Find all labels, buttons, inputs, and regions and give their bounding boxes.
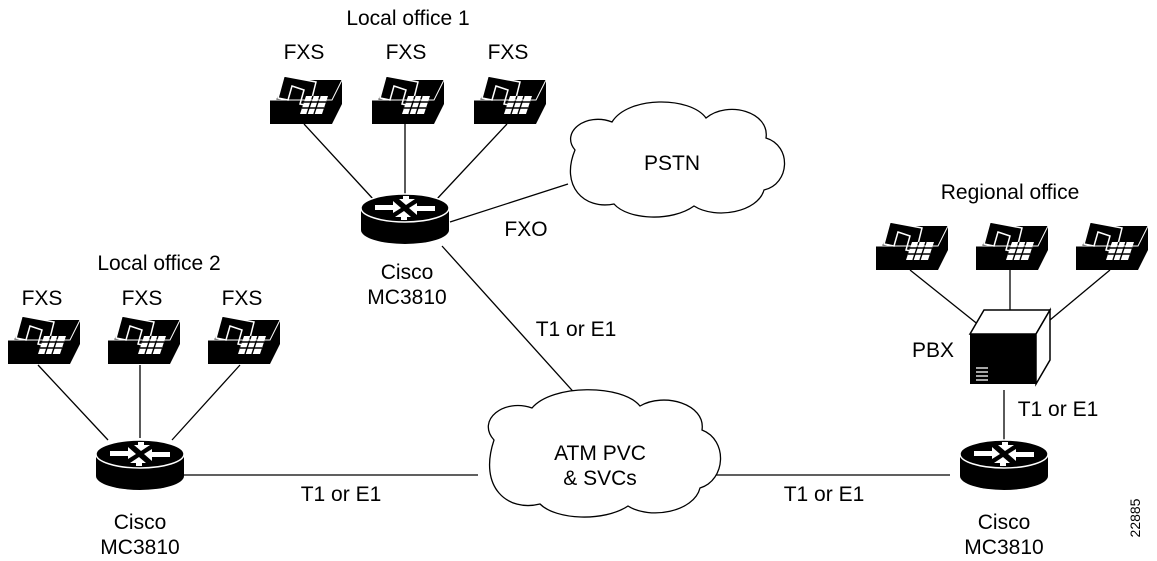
pstn-label: PSTN	[644, 152, 700, 175]
local-office-2-title: Local office 2	[97, 252, 220, 275]
phone-label: FXS	[284, 41, 325, 64]
atm-cloud	[487, 389, 722, 518]
router-right-label-line1: Cisco	[978, 511, 1031, 534]
link-top-to-atm-label: T1 or E1	[536, 318, 617, 341]
atm-label-line1: ATM PVC	[554, 442, 646, 465]
phone-label: FXS	[386, 41, 427, 64]
phone-icon	[371, 75, 445, 125]
link-fxo	[449, 183, 569, 223]
link-atm-to-right-label: T1 or E1	[784, 483, 865, 506]
router-icon	[360, 193, 450, 245]
router-top-label-line1: Cisco	[381, 261, 434, 284]
phone-icon	[269, 75, 343, 125]
link-phone7-pbx	[909, 269, 986, 331]
phone-label: FXS	[122, 287, 163, 310]
link-phone4-left-router	[37, 364, 109, 441]
router-left-label-line2: MC3810	[100, 536, 179, 559]
phone-icon	[473, 75, 547, 125]
atm-label-line2: & SVCs	[563, 467, 637, 490]
regional-office-title: Regional office	[941, 181, 1080, 204]
pbx-label: PBX	[912, 339, 954, 362]
link-phone6-left-router	[171, 364, 241, 441]
link-pbx-to-router-label: T1 or E1	[1018, 398, 1099, 421]
pbx-icon	[969, 309, 1051, 385]
link-phone3-top-router	[435, 123, 508, 201]
link-phone1-top-router	[303, 123, 375, 201]
router-left-label-line1: Cisco	[114, 511, 167, 534]
fxo-label: FXO	[504, 218, 547, 241]
figure-id: 22885	[1127, 498, 1143, 537]
phone-label: FXS	[22, 287, 63, 310]
phone-icon	[975, 221, 1049, 271]
link-left-to-atm-label: T1 or E1	[301, 483, 382, 506]
phone-label: FXS	[222, 287, 263, 310]
phone-icon	[7, 315, 81, 365]
pstn-cloud	[569, 101, 786, 218]
phone-icon	[207, 315, 281, 365]
router-top-label-line2: MC3810	[367, 286, 446, 309]
phone-icon	[107, 315, 181, 365]
local-office-1-title: Local office 1	[346, 7, 469, 30]
phone-icon	[1075, 221, 1149, 271]
router-icon	[95, 439, 185, 491]
phone-label: FXS	[488, 41, 529, 64]
router-icon	[959, 439, 1049, 491]
phone-icon	[875, 221, 949, 271]
router-right-label-line2: MC3810	[964, 536, 1043, 559]
link-top-to-atm	[441, 245, 589, 409]
